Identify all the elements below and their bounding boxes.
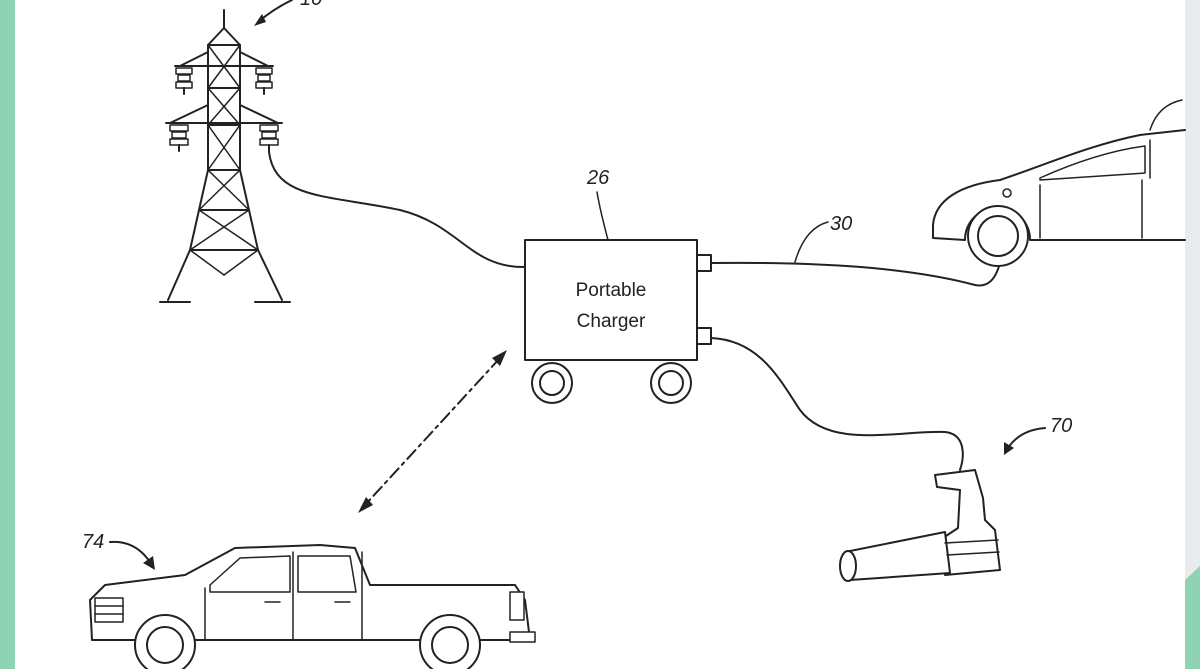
pickup-truck: [89, 544, 536, 669]
ref-truck-callout: 74: [82, 531, 155, 570]
car: [932, 99, 1186, 267]
corner-accent: [1185, 566, 1200, 669]
right-edge-strip: [1185, 0, 1200, 669]
tool-cable: [710, 337, 964, 471]
ref-truck-label: 74: [82, 531, 104, 553]
grid-cable: [268, 151, 526, 269]
leaf-blower-tool: [839, 469, 1001, 582]
charger-label-line2: Charger: [577, 311, 646, 332]
wireless-link: [358, 350, 507, 513]
ref-charger-label: 26: [586, 167, 610, 189]
power-tower: [159, 9, 291, 303]
charger-label-line1: Portable: [576, 280, 647, 301]
ref-charger-callout: 26: [586, 167, 610, 241]
ref-tool-label: 70: [1050, 415, 1072, 437]
ref-cable-label: 30: [830, 213, 852, 235]
portable-charger: Portable Charger: [524, 239, 712, 404]
ref-tower-callout: 10: [254, 0, 322, 26]
ref-tower-label: 10: [300, 0, 322, 10]
ref-tool-callout: 70: [1004, 415, 1072, 455]
ref-cable-callout: 30: [794, 213, 852, 263]
